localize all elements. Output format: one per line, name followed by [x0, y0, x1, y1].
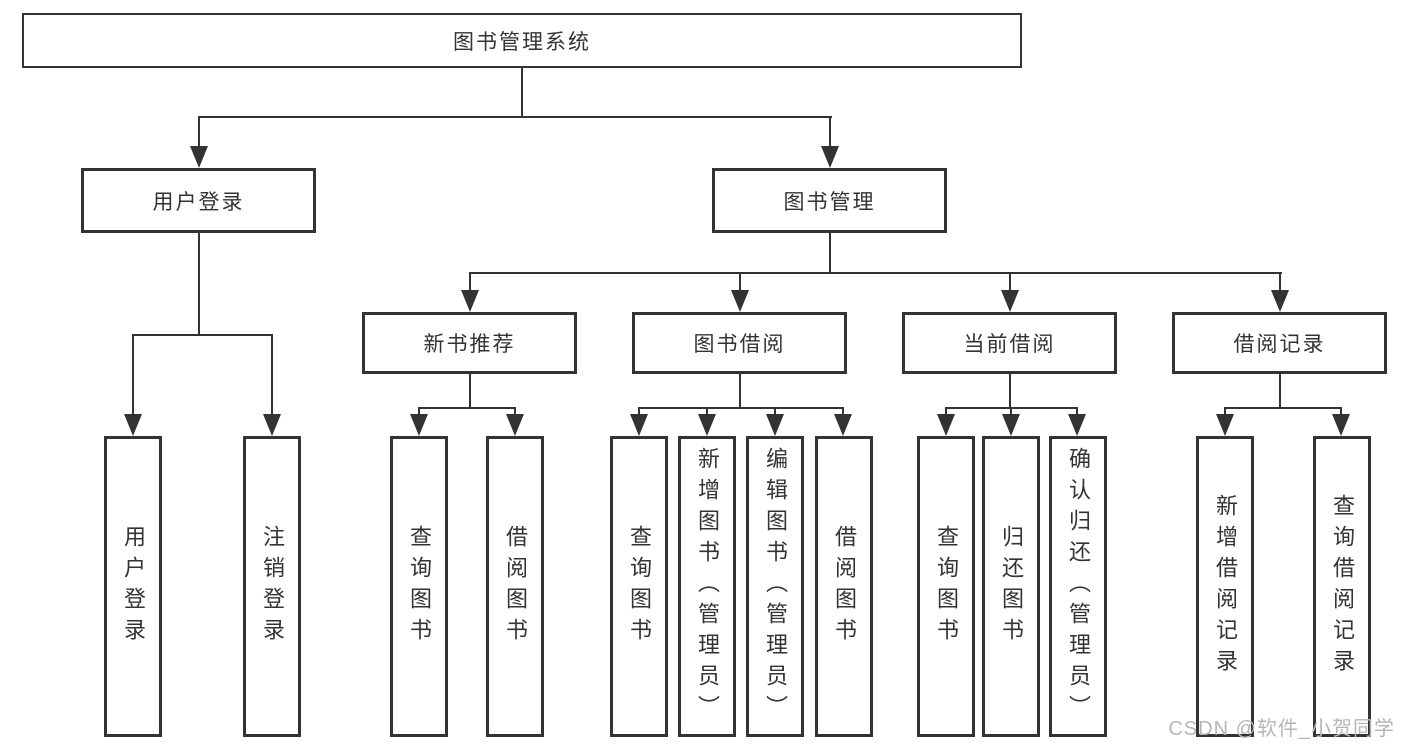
connector-v	[132, 334, 134, 416]
connector-v	[1340, 407, 1342, 416]
connector-v	[521, 68, 523, 117]
arrow-down-icon	[506, 414, 524, 436]
connector-v	[945, 407, 947, 416]
arrow-down-icon	[698, 414, 716, 436]
arrow-down-icon	[731, 290, 749, 312]
connector-v	[1010, 407, 1012, 416]
watermark: CSDN @软件_小贺同学	[1168, 718, 1395, 740]
connector-v	[829, 116, 831, 148]
leaf-confirm-return-admin: 确认归还（管理员）	[1049, 436, 1107, 737]
leaf-logout-label: 注销登录	[260, 524, 285, 649]
connector-v	[514, 407, 516, 416]
node-new-book-recommend: 新书推荐	[362, 312, 577, 374]
arrow-down-icon	[1068, 414, 1086, 436]
connector-v	[842, 407, 844, 416]
connector-h	[1224, 407, 1342, 409]
connector-v	[1279, 272, 1281, 292]
leaf-query-borrow-record-label: 查询借阅记录	[1330, 493, 1355, 680]
leaf-borrow-books-borrowing-label: 借阅图书	[832, 524, 857, 649]
leaf-return-books: 归还图书	[982, 436, 1040, 737]
connector-v	[1009, 272, 1011, 292]
connector-h	[469, 272, 1282, 274]
leaf-add-book-admin-label: 新增图书（管理员）	[695, 447, 720, 726]
connector-v	[1076, 407, 1078, 416]
arrow-down-icon	[937, 414, 955, 436]
connector-h	[418, 407, 516, 409]
leaf-query-books-current: 查询图书	[917, 436, 975, 737]
leaf-borrow-books-borrowing: 借阅图书	[815, 436, 873, 737]
node-book-management: 图书管理	[712, 168, 947, 233]
leaf-logout: 注销登录	[243, 436, 301, 737]
node-borrowing-records: 借阅记录	[1172, 312, 1387, 374]
connector-v	[829, 233, 831, 274]
connector-v	[198, 116, 200, 148]
arrow-down-icon	[821, 146, 839, 168]
node-book-management-label: 图书管理	[783, 190, 876, 214]
arrow-down-icon	[1332, 414, 1350, 436]
node-user-login: 用户登录	[81, 168, 316, 233]
leaf-confirm-return-admin-label: 确认归还（管理员）	[1066, 447, 1091, 726]
node-current-borrowing: 当前借阅	[902, 312, 1117, 374]
arrow-down-icon	[461, 290, 479, 312]
connector-v	[1224, 407, 1226, 416]
arrow-down-icon	[1001, 290, 1019, 312]
arrow-down-icon	[1216, 414, 1234, 436]
connector-v	[774, 407, 776, 416]
connector-h	[638, 407, 844, 409]
arrow-down-icon	[1002, 414, 1020, 436]
leaf-query-books-recommend: 查询图书	[390, 436, 448, 737]
node-book-borrowing: 图书借阅	[632, 312, 847, 374]
arrow-down-icon	[263, 414, 281, 436]
leaf-add-book-admin: 新增图书（管理员）	[678, 436, 736, 737]
connector-h	[132, 334, 273, 336]
connector-v	[469, 272, 471, 292]
leaf-user-login-label: 用户登录	[121, 524, 146, 649]
leaf-edit-book-admin: 编辑图书（管理员）	[746, 436, 804, 737]
leaf-query-books-borrowing: 查询图书	[610, 436, 668, 737]
arrow-down-icon	[190, 146, 208, 168]
arrow-down-icon	[124, 414, 142, 436]
connector-v	[198, 233, 200, 336]
connector-v	[418, 407, 420, 416]
leaf-return-books-label: 归还图书	[999, 524, 1024, 649]
node-user-login-label: 用户登录	[152, 190, 245, 214]
node-library-system: 图书管理系统	[22, 13, 1022, 68]
leaf-query-books-recommend-label: 查询图书	[407, 524, 432, 649]
leaf-query-books-borrowing-label: 查询图书	[627, 524, 652, 649]
connector-v	[739, 272, 741, 292]
leaf-borrow-books-recommend-label: 借阅图书	[503, 524, 528, 649]
node-new-book-recommend-label: 新书推荐	[423, 333, 516, 356]
connector-v	[638, 407, 640, 416]
leaf-add-borrow-record: 新增借阅记录	[1196, 436, 1254, 737]
leaf-user-login: 用户登录	[104, 436, 162, 737]
arrow-down-icon	[834, 414, 852, 436]
node-library-system-label: 图书管理系统	[453, 30, 591, 54]
leaf-borrow-books-recommend: 借阅图书	[486, 436, 544, 737]
leaf-edit-book-admin-label: 编辑图书（管理员）	[763, 447, 788, 726]
connector-v	[1009, 374, 1011, 409]
arrow-down-icon	[410, 414, 428, 436]
connector-v	[739, 374, 741, 409]
leaf-query-books-current-label: 查询图书	[934, 524, 959, 649]
node-current-borrowing-label: 当前借阅	[963, 333, 1056, 356]
connector-v	[706, 407, 708, 416]
arrow-down-icon	[630, 414, 648, 436]
arrow-down-icon	[766, 414, 784, 436]
leaf-add-borrow-record-label: 新增借阅记录	[1213, 493, 1238, 680]
connector-v	[469, 374, 471, 409]
connector-h	[198, 116, 832, 118]
leaf-query-borrow-record: 查询借阅记录	[1313, 436, 1371, 737]
node-borrowing-records-label: 借阅记录	[1233, 333, 1326, 356]
connector-v	[1279, 374, 1281, 409]
arrow-down-icon	[1271, 290, 1289, 312]
connector-v	[271, 334, 273, 416]
node-book-borrowing-label: 图书借阅	[693, 333, 786, 356]
